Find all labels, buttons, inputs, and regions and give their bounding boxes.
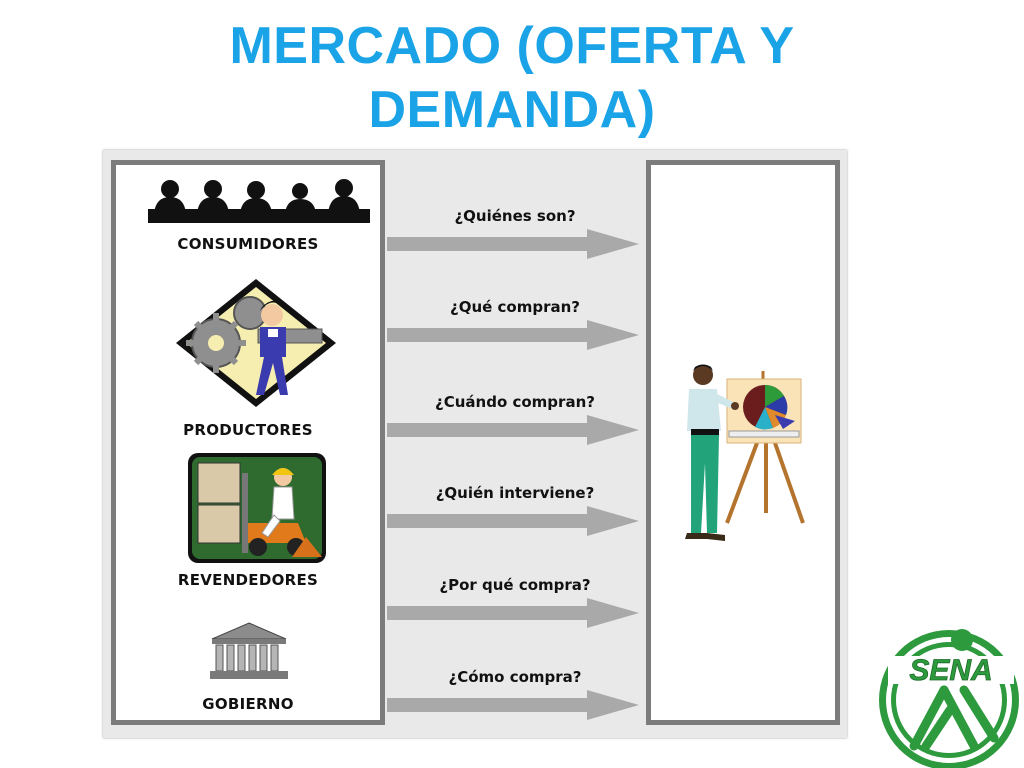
question-arrow-cuando-compran: ¿Cuándo compran? [387,393,643,445]
question-arrow-que-compran: ¿Qué compran? [387,298,643,350]
right-arrow-icon [387,598,639,628]
question-label: ¿Quién interviene? [435,484,595,502]
slide-title: MERCADO (OFERTA Y DEMANDA) [112,14,912,142]
title-line-1: MERCADO (OFERTA Y [229,17,795,75]
category-label-revendedores: REVENDEDORES [177,571,319,589]
question-label: ¿Cómo compra? [448,668,582,686]
market-actors-box: CONSUMIDORES PRODUCTORES [111,160,385,725]
right-arrow-icon [387,690,639,720]
right-arrow-icon [387,506,639,536]
right-arrow-icon [387,320,639,350]
question-label: ¿Qué compran? [450,298,580,316]
right-arrow-icon [387,229,639,259]
right-arrow-icon [387,415,639,445]
question-arrow-como-compra: ¿Cómo compra? [387,668,643,720]
people-silhouette-icon [148,179,370,223]
presenter-easel-icon [685,364,805,541]
government-building-icon [210,622,288,679]
forklift-worker-icon [188,453,326,563]
question-label: ¿Por qué compra? [439,576,591,594]
question-label: ¿Cuándo compran? [435,393,595,411]
category-label-productores: PRODUCTORES [183,421,313,439]
question-arrow-por-que-compra: ¿Por qué compra? [387,576,643,628]
question-label: ¿Quiénes son? [454,207,576,225]
category-label-gobierno: GOBIERNO [202,695,294,713]
logo-text: SENA [909,654,992,687]
question-arrow-quien-interviene: ¿Quién interviene? [387,484,643,536]
question-arrow-quienes-son: ¿Quiénes son? [387,207,643,259]
gears-worker-icon [176,279,336,407]
category-label-consumidores: CONSUMIDORES [177,235,319,253]
analysis-box [646,160,840,725]
title-line-2: DEMANDA) [368,81,656,139]
market-diagram: CONSUMIDORES PRODUCTORES [103,150,847,738]
sena-logo-icon: SENA [879,629,1019,768]
